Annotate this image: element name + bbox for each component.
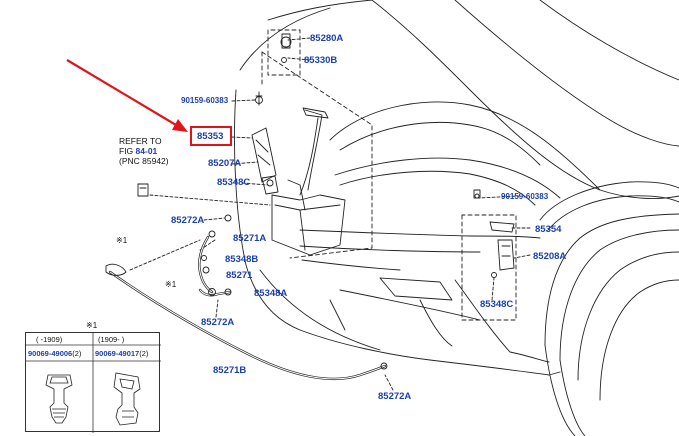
callout-90159-60383-left[interactable]: 90159-60383 (181, 96, 229, 105)
legend-range-col2: (1909- ) (98, 335, 125, 344)
legend-part-col2: 90069-49017(2) (95, 349, 148, 358)
legend-marker: ※1 (86, 321, 98, 330)
callout-85348c-right[interactable]: 85348C (480, 299, 514, 310)
note-marker-1: ※1 (116, 236, 128, 245)
callout-85271b[interactable]: 85271B (213, 365, 247, 376)
highlight-box (190, 126, 232, 146)
refer-note-line2: FIG 84-01 (119, 146, 169, 156)
callout-85271a[interactable]: 85271A (233, 233, 267, 244)
clip-illustrations (45, 372, 141, 426)
refer-note-line1: REFER TO (119, 136, 162, 146)
callout-90159-60383-right[interactable]: 90159-60383 (501, 192, 549, 201)
refer-note-line3: (PNC 85942) (119, 156, 169, 166)
note-marker-2: ※1 (165, 280, 177, 289)
legend-partno-col1[interactable]: 90069-49006 (28, 349, 73, 358)
legend-partno-col2[interactable]: 90069-49017 (95, 349, 140, 358)
legend-qty-col1: (2) (72, 349, 82, 358)
callout-85271[interactable]: 85271 (226, 270, 253, 281)
callout-85330b[interactable]: 85330B (304, 55, 338, 66)
callout-85348c-top[interactable]: 85348C (217, 177, 251, 188)
refer-note: REFER TO FIG 84-01 (PNC 85942) (119, 136, 169, 166)
refer-fig-link[interactable]: 84-01 (135, 146, 158, 156)
callout-85353[interactable]: 85353 (197, 131, 224, 142)
callout-85272a-mid[interactable]: 85272A (201, 317, 235, 328)
refer-note-prefix: FIG (119, 146, 136, 156)
legend-part-col1: 90069-49006(2) (28, 349, 81, 358)
callout-85272a-left[interactable]: 85272A (171, 215, 205, 226)
callout-85348b[interactable]: 85348B (225, 254, 259, 265)
clip-variant-table: ( -1909) (1909- ) 90069-49006(2) 90069-4… (25, 332, 161, 433)
callout-85207a[interactable]: 85207A (208, 158, 242, 169)
legend-range-col1: ( -1909) (36, 335, 63, 344)
callout-85280a[interactable]: 85280A (310, 33, 344, 44)
callout-85354[interactable]: 85354 (535, 224, 562, 235)
callout-85272a-bottom[interactable]: 85272A (378, 391, 412, 402)
callout-85208a[interactable]: 85208A (533, 251, 567, 262)
highlight-arrow (66, 59, 188, 132)
legend-qty-col2: (2) (139, 349, 149, 358)
callout-85348a[interactable]: 85348A (254, 288, 288, 299)
legend-grid (26, 333, 161, 433)
